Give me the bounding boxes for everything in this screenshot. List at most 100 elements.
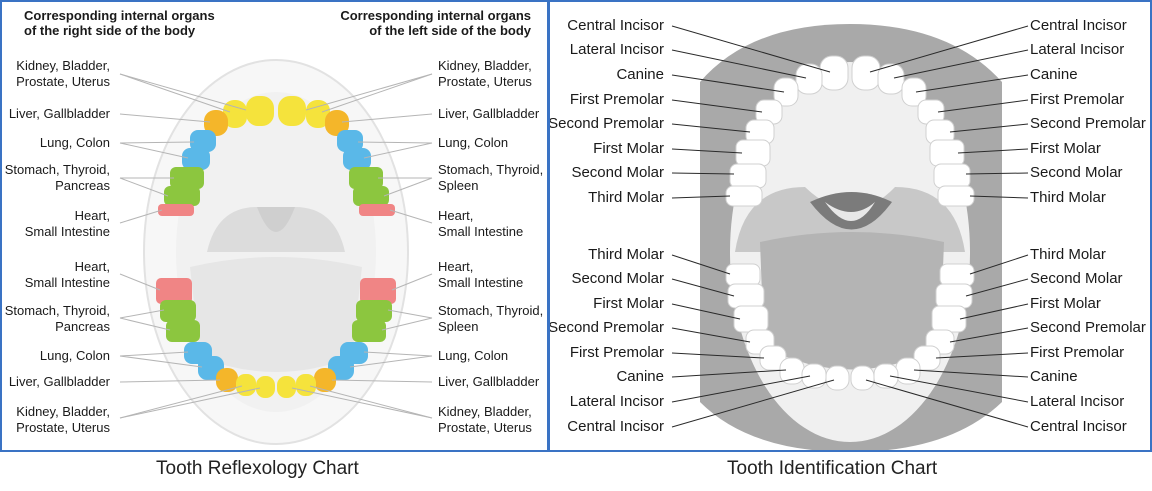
- tooth-upper-molar3-l: [359, 204, 395, 216]
- lower-right-organ-heart: Heart, Small Intestine: [24, 259, 110, 290]
- upper-left-organ-heart: Heart, Small Intestine: [438, 208, 524, 239]
- reflexology-leader-lines: [119, 73, 433, 419]
- tooth-lower-canine-r: [216, 368, 238, 392]
- lower-right-organ-liver: Liver, Gallbladder: [8, 374, 110, 389]
- tooth-upper-canine-l: [901, 77, 927, 107]
- tooth-lower-lateral-r: [236, 374, 256, 396]
- identification-caption: Tooth Identification Chart: [727, 458, 938, 479]
- tooth-lower-canine-r: [779, 357, 805, 385]
- identification-diagram: [671, 24, 1029, 450]
- tooth-upper-molar1-l: [349, 167, 383, 189]
- tooth-upper-canine-r: [204, 110, 228, 136]
- upper-right-label-first-premolar: First Premolar: [1030, 91, 1125, 108]
- tooth-upper-central-l: [278, 96, 306, 126]
- tooth-upper-molar2-r: [164, 186, 200, 206]
- lower-left-organ-kidney: Kidney, Bladder, Prostate, Uterus: [438, 404, 532, 435]
- lower-right-label-lateral-incisor: Lateral Incisor: [1030, 393, 1125, 410]
- upper-right-organ-lung: Lung, Colon: [39, 135, 110, 150]
- lower-right-organ-lung: Lung, Colon: [39, 348, 110, 363]
- tooth-upper-central-r: [819, 55, 849, 91]
- tooth-lower-molar3-r: [725, 263, 761, 287]
- tongue-shape: [190, 257, 362, 372]
- tooth-upper-molar2-l: [353, 186, 389, 206]
- lower-left-organ-lung: Lung, Colon: [438, 348, 509, 363]
- header-right-side-body: Corresponding internal organs of the rig…: [24, 8, 215, 38]
- tooth-lower-molar2-l: [356, 300, 392, 322]
- tooth-upper-premolar1-r: [190, 130, 216, 152]
- tooth-upper-premolar2-l: [343, 148, 371, 170]
- upper-right-organ-heart: Heart, Small Intestine: [24, 208, 110, 239]
- lower-right-organ-kidney: Kidney, Bladder, Prostate, Uterus: [16, 404, 110, 435]
- lower-left-label-second-molar: Second Molar: [571, 270, 664, 287]
- upper-left-organ-lung: Lung, Colon: [438, 135, 509, 150]
- upper-left-label-canine: Canine: [616, 66, 664, 83]
- upper-right-label-lateral-incisor: Lateral Incisor: [1030, 41, 1125, 58]
- lower-right-label-third-molar: Third Molar: [1030, 246, 1106, 263]
- tongue-shape: [760, 232, 944, 370]
- upper-left-label-first-molar: First Molar: [593, 140, 664, 157]
- upper-right-organ-kidney: Kidney, Bladder, Prostate, Uterus: [16, 58, 110, 89]
- tooth-lower-molar3-r: [156, 278, 192, 304]
- uvula-shape: [825, 202, 875, 221]
- lower-left-label-second-premolar: Second Premolar: [548, 319, 664, 336]
- lower-right-label-first-molar: First Molar: [1030, 295, 1101, 312]
- tooth-lower-molar1-l: [352, 320, 386, 342]
- tooth-upper-canine-l: [325, 110, 349, 136]
- tooth-upper-premolar2-r: [182, 148, 210, 170]
- tooth-upper-lateral-l: [306, 100, 330, 128]
- upper-left-label-second-molar: Second Molar: [571, 164, 664, 181]
- tooth-upper-molar3-r: [158, 204, 194, 216]
- tooth-upper-premolar1-l: [337, 130, 363, 152]
- uvula-shape: [257, 207, 295, 232]
- lower-left-label-canine: Canine: [616, 368, 664, 385]
- tooth-upper-molar2-l: [933, 163, 971, 189]
- upper-right-label-central-incisor: Central Incisor: [1030, 17, 1127, 34]
- tooth-lower-molar1-r: [166, 320, 200, 342]
- tooth-lower-molar3-l: [360, 278, 396, 304]
- upper-right-label-third-molar: Third Molar: [1030, 189, 1106, 206]
- lower-left-label-central-incisor: Central Incisor: [567, 418, 664, 435]
- lower-teeth: [156, 278, 396, 398]
- tooth-lower-canine-l: [895, 357, 921, 385]
- tooth-lower-central-r: [256, 376, 275, 398]
- upper-left-label-third-molar: Third Molar: [588, 189, 664, 206]
- upper-right-label-second-premolar: Second Premolar: [1030, 115, 1146, 132]
- tooth-upper-molar3-r: [725, 185, 763, 207]
- upper-right-label-canine: Canine: [1030, 66, 1078, 83]
- throat-shape: [810, 192, 892, 230]
- upper-right-label-second-molar: Second Molar: [1030, 164, 1123, 181]
- lower-right-organ-stomach: Stomach, Thyroid, Pancreas: [4, 303, 110, 334]
- tooth-upper-central-l: [851, 55, 881, 91]
- tooth-upper-lateral-r: [223, 100, 247, 128]
- lower-right-label-central-incisor: Central Incisor: [1030, 418, 1127, 435]
- lower-right-label-second-molar: Second Molar: [1030, 270, 1123, 287]
- tooth-upper-molar2-r: [729, 163, 767, 189]
- upper-left-organ-stomach: Stomach, Thyroid, Spleen: [438, 162, 544, 193]
- lower-left-label-third-molar: Third Molar: [588, 246, 664, 263]
- lower-left-organ-heart: Heart, Small Intestine: [438, 259, 524, 290]
- upper-teeth: [158, 96, 395, 216]
- lower-left-label-first-molar: First Molar: [593, 295, 664, 312]
- lower-left-label-lateral-incisor: Lateral Incisor: [569, 393, 664, 410]
- identification-teeth: [725, 55, 975, 391]
- header-left-side-body: Corresponding internal organs of the lef…: [340, 8, 531, 38]
- tooth-upper-canine-r: [773, 77, 799, 107]
- lower-left-label-first-premolar: First Premolar: [569, 344, 664, 361]
- reflexology-caption: Tooth Reflexology Chart: [156, 458, 359, 479]
- tooth-lower-lateral-r: [801, 363, 827, 389]
- upper-left-label-first-premolar: First Premolar: [569, 91, 664, 108]
- lower-right-label-second-premolar: Second Premolar: [1030, 319, 1146, 336]
- tooth-upper-central-r: [246, 96, 274, 126]
- identification-chart-panel: Central Incisor Lateral Incisor Canine F…: [548, 0, 1152, 452]
- upper-left-label-lateral-incisor: Lateral Incisor: [569, 41, 664, 58]
- tooth-upper-molar1-r: [170, 167, 204, 189]
- tooth-lower-central-l: [277, 376, 296, 398]
- tooth-upper-lateral-l: [877, 63, 905, 95]
- upper-left-label-central-incisor: Central Incisor: [567, 17, 664, 34]
- tooth-lower-canine-l: [314, 368, 336, 392]
- lower-right-label-first-premolar: First Premolar: [1030, 344, 1125, 361]
- tooth-lower-molar2-r: [160, 300, 196, 322]
- tooth-lower-molar3-l: [939, 263, 975, 287]
- upper-left-label-second-premolar: Second Premolar: [548, 115, 664, 132]
- identification-leader-lines: [671, 25, 1029, 428]
